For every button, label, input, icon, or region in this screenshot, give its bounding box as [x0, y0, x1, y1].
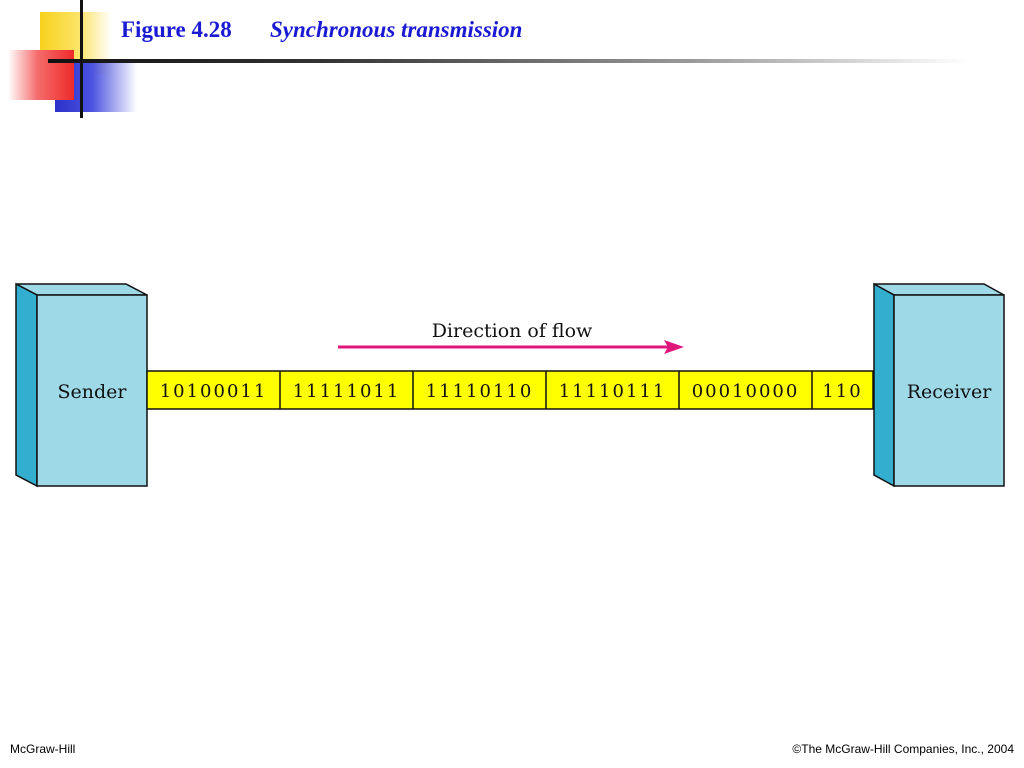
bit-group-5: 00010000	[692, 381, 800, 402]
receiver-side-face	[873, 282, 895, 488]
slide-corner-decoration	[0, 0, 200, 120]
sender-front-face	[36, 294, 148, 487]
slide-title: Synchronous transmission	[270, 17, 523, 42]
flow-label: Direction of flow	[432, 320, 593, 342]
sender-label: Sender	[58, 381, 128, 403]
title-underline	[48, 59, 968, 63]
flow-arrow-head	[664, 340, 684, 354]
footer-copyright: ©The McGraw-Hill Companies, Inc., 2004	[792, 742, 1014, 756]
bit-stream-background	[146, 370, 874, 410]
decor-red-square	[8, 50, 74, 100]
sender-side-face	[15, 282, 38, 488]
receiver-top-face	[873, 283, 1005, 296]
sender-device: Sender	[15, 282, 148, 488]
footer-publisher: McGraw-Hill	[10, 742, 76, 756]
bit-group-1: 10100011	[160, 381, 268, 402]
figure-number: Figure 4.28	[121, 17, 232, 42]
receiver-label: Receiver	[907, 381, 992, 403]
bit-stream: 10100011 11111011 11110110 11110111 00010000…	[146, 370, 874, 410]
sender-top-face	[15, 283, 148, 296]
bit-group-6: 110	[822, 381, 862, 402]
receiver-device: Receiver	[873, 282, 1005, 488]
bit-group-3: 11110110	[426, 381, 534, 402]
bit-group-2: 11111011	[293, 381, 401, 402]
bit-group-4: 11110111	[559, 381, 667, 402]
receiver-front-face	[893, 294, 1005, 487]
direction-of-flow: Direction of flow	[338, 320, 684, 354]
